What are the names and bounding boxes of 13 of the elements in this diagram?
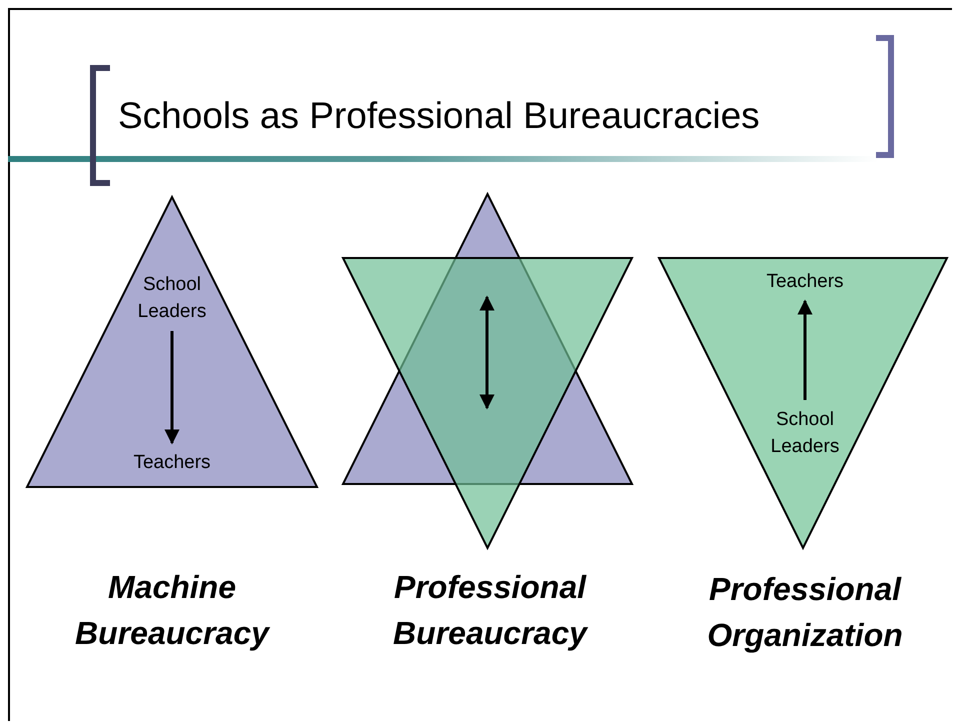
role-label: School Leaders: [127, 271, 217, 325]
triangle-shape: [343, 258, 632, 548]
model-caption: Professional Organization: [706, 570, 904, 655]
triangle-shape: [659, 258, 947, 548]
slide-title: Schools as Professional Bureaucracies: [118, 95, 760, 137]
arrow: [164, 331, 180, 444]
model-caption: Machine Bureaucracy: [74, 568, 272, 653]
triangle-shape: [27, 197, 317, 487]
arrow: [798, 300, 812, 400]
role-label: Teachers: [117, 449, 227, 476]
role-label: Teachers: [750, 268, 860, 295]
role-label: School Leaders: [760, 406, 850, 460]
model-caption: Professional Bureaucracy: [392, 568, 590, 653]
